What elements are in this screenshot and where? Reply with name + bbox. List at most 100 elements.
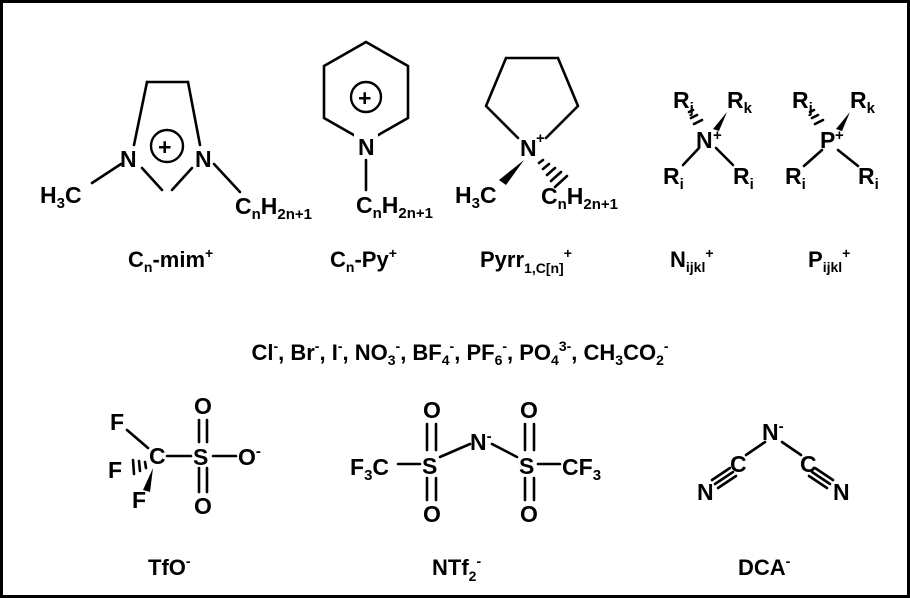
aromatic-charge-circle (349, 80, 383, 114)
triple-bond (807, 466, 835, 490)
hash-bond (808, 108, 825, 126)
nitrogen-atom: N (358, 134, 375, 160)
imidazolium-structure: + N N H3C CnH2n+1 (40, 80, 312, 223)
plus-sign: + (835, 127, 844, 144)
label-ntf2: NTf2- (432, 553, 481, 584)
sulfur-atom: S (519, 453, 534, 479)
oxygen-atom: O (520, 501, 538, 527)
substituent-ri: Ri (663, 163, 684, 193)
anion-formula: , CH (571, 340, 615, 365)
substituent-rj: Rj (673, 87, 694, 117)
label-pyrr: Pyrr1,C[n]+ (480, 245, 572, 276)
anion-formula: , NO (342, 340, 387, 365)
triple-bond (710, 466, 738, 490)
anion-subscript: 4 (551, 352, 559, 368)
carbon-atom: C (149, 443, 166, 469)
pyrrolidinium-ring (484, 56, 580, 140)
anion-subscript: 3 (615, 352, 623, 368)
plus-sign: + (713, 127, 722, 144)
oxygen-atom: O (423, 501, 441, 527)
oxygen-atom: O (423, 397, 441, 423)
alkyl-chain: CnH2n+1 (541, 183, 618, 213)
pyridinium-structure: + N CnH2n+1 (322, 40, 433, 222)
nitrogen-atom: N (833, 479, 850, 505)
nitrogen-atom: N (697, 479, 714, 505)
fluorine-atom: F (132, 487, 146, 513)
oxygen-anion: O- (238, 443, 261, 470)
label-tfo: TfO- (148, 553, 191, 580)
substituent-ri: Ri (733, 163, 754, 193)
plus-sign: + (158, 134, 171, 160)
anion-formula: , I (319, 340, 337, 365)
label-nijkl: Nijkl+ (670, 245, 714, 275)
nitrogen-atom: N (120, 146, 137, 172)
sulfur-atom: S (193, 444, 208, 470)
anion-formula: , Br (278, 340, 315, 365)
nitrogen-anion: N- (762, 418, 784, 445)
anion-formula: , PF (454, 340, 494, 365)
pyrrolidinium-structure: N + H3C CnH2n+1 (455, 56, 618, 213)
nitrogen-atom: N (195, 146, 212, 172)
oxygen-atom: O (194, 393, 212, 419)
plus-sign: + (358, 85, 371, 111)
simple-anions-list: Cl-, Br-, I-, NO3-, BF4-, PF6-, PO43-, C… (251, 338, 668, 368)
aromatic-charge-circle (149, 128, 185, 164)
nitrogen-atom: N (696, 127, 713, 153)
anion-subscript: 6 (495, 352, 503, 368)
anion-charge: 3- (559, 338, 572, 354)
nitrogen-anion: N- (470, 428, 492, 455)
substituent-rj: Rj (792, 87, 813, 117)
anion-charge: - (396, 338, 401, 354)
hash-bond (131, 458, 148, 476)
anion-charge: - (273, 338, 278, 354)
anion-formula: Cl (251, 340, 273, 365)
substituent-ri: Ri (785, 163, 806, 193)
substituent-rk: Rk (727, 87, 753, 117)
hash-bond (687, 108, 704, 126)
fluorine-atom: F (108, 457, 122, 483)
anion-charge: - (450, 338, 455, 354)
oxygen-atom: O (194, 493, 212, 519)
cf3-group: F3C (350, 454, 389, 484)
anion-formula: CO (623, 340, 656, 365)
hash-bond (537, 158, 569, 189)
sulfur-atom: S (422, 453, 437, 479)
anion-subscript: 4 (442, 352, 450, 368)
wedge-bond (499, 160, 524, 185)
triflate-structure: F C F F S O O O- (108, 393, 261, 519)
anion-subscript: 3 (388, 352, 396, 368)
oxygen-atom: O (520, 397, 538, 423)
methyl-group: H3C (40, 182, 82, 212)
wedge-bond (836, 112, 850, 131)
substituent-rk: Rk (850, 87, 876, 117)
phosphonium-structure: Rj Rk P + Ri Ri (785, 87, 879, 193)
anion-charge: - (664, 338, 669, 354)
carbon-atom: C (800, 451, 817, 477)
label-dca: DCA- (738, 553, 791, 580)
substituent-ri: Ri (858, 163, 879, 193)
nitrogen-atom: N (520, 135, 537, 161)
ammonium-structure: Rj Rk N + Ri Ri (663, 87, 754, 193)
anion-charge: - (338, 338, 343, 354)
alkyl-chain: CnH2n+1 (235, 193, 312, 223)
dca-structure: N- C C N N (697, 418, 850, 505)
plus-sign: + (536, 130, 545, 147)
methyl-group: H3C (455, 182, 497, 212)
anion-subscript: 2 (656, 352, 664, 368)
cf3-group: CF3 (562, 454, 601, 484)
label-cn-mim: Cn-mim+ (128, 245, 213, 275)
label-pijkl: Pijkl+ (808, 245, 850, 275)
fluorine-atom: F (110, 409, 124, 435)
ntf2-structure: F3C S O O N- S O O CF3 (350, 397, 601, 527)
alkyl-chain: CnH2n+1 (356, 192, 433, 222)
phosphorus-atom: P (820, 127, 835, 153)
carbon-atom: C (730, 451, 747, 477)
wedge-bond (143, 468, 153, 492)
anion-formula: , BF (400, 340, 442, 365)
anion-formula: , PO (507, 340, 551, 365)
wedge-bond (713, 112, 727, 131)
anion-charge: - (315, 338, 320, 354)
